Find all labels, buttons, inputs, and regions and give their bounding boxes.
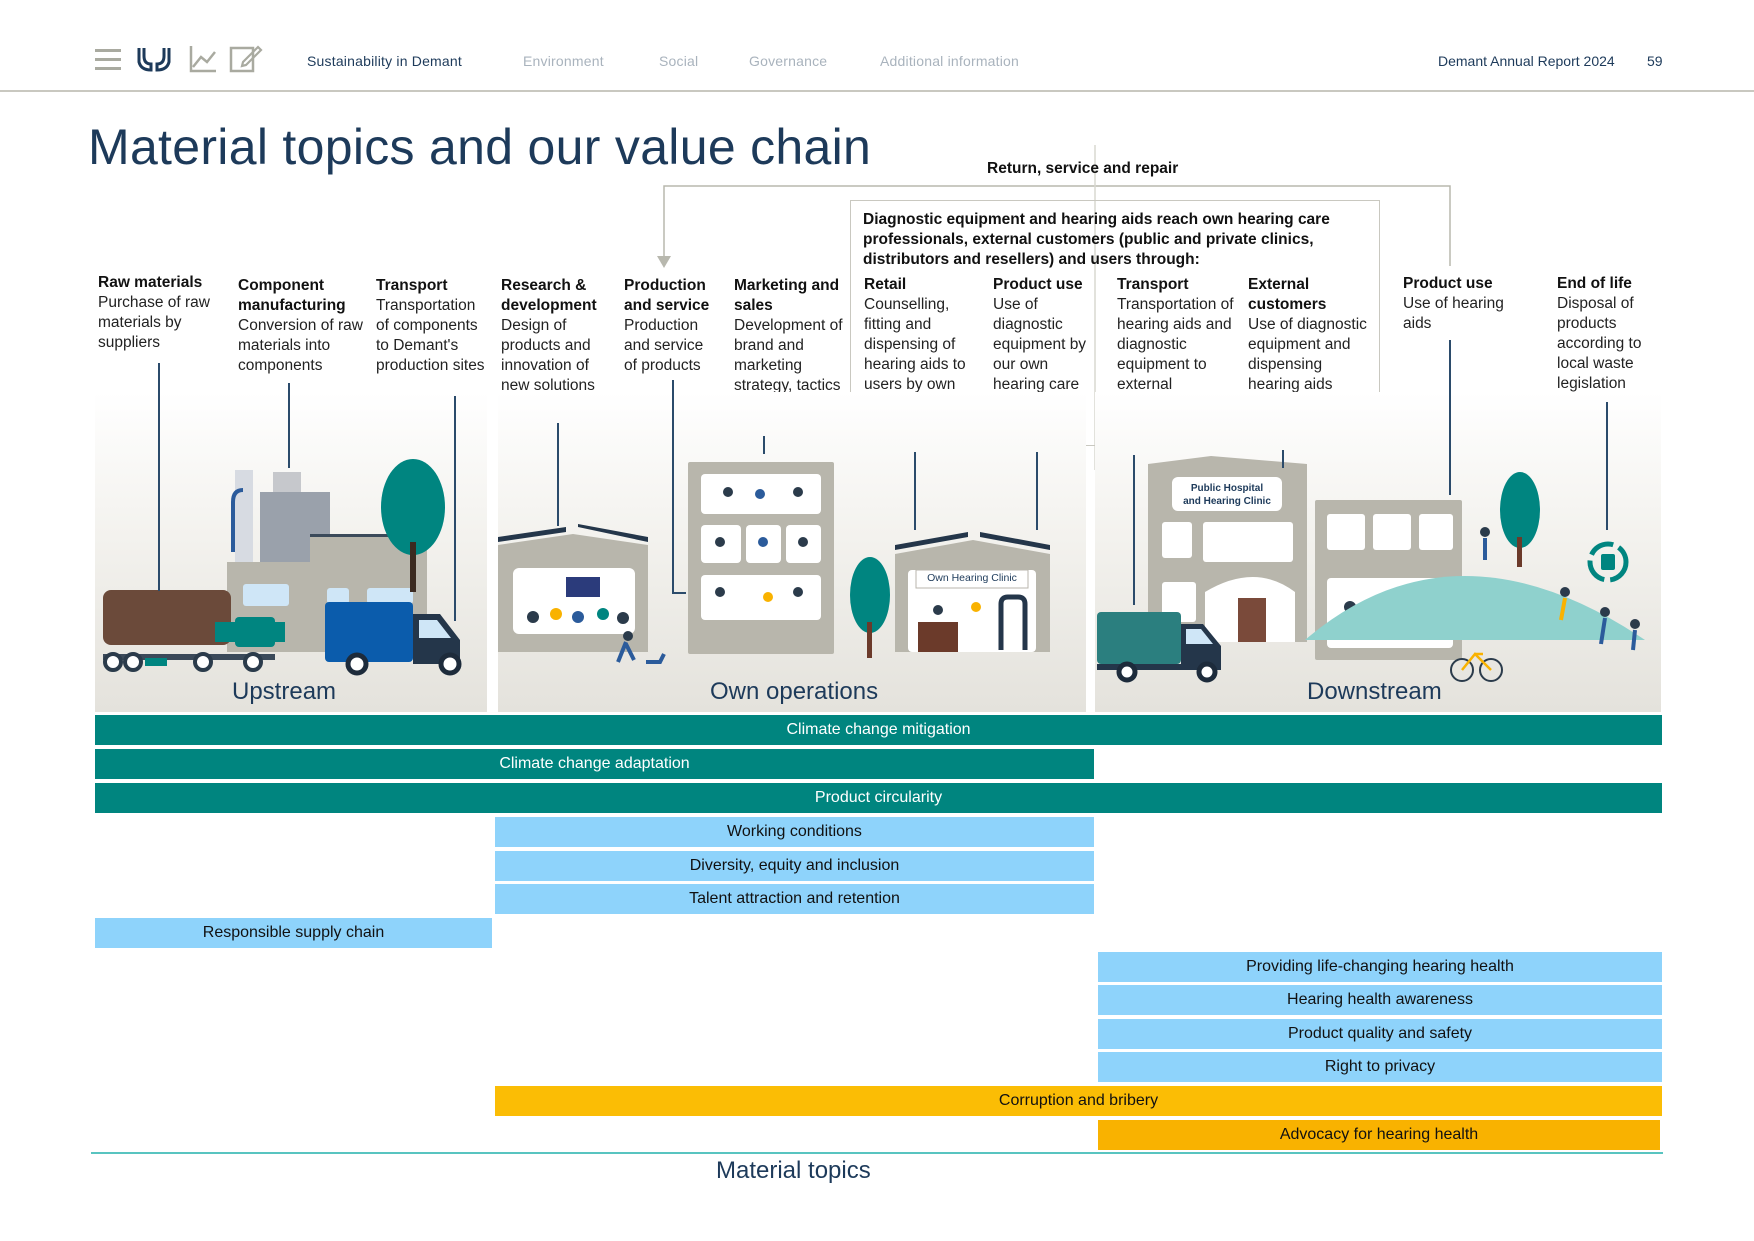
top-navigation: Sustainability in Demant Environment Soc… bbox=[0, 0, 1754, 92]
leader-line bbox=[672, 380, 674, 593]
topic-bar-responsible-supply-chain: Responsible supply chain bbox=[95, 918, 492, 948]
upstream-label: Upstream bbox=[232, 678, 337, 705]
leader-line bbox=[1133, 455, 1135, 605]
upstream-illustration bbox=[103, 459, 462, 676]
stage-description: Use of diagnostic equipment and dispensi… bbox=[1248, 316, 1367, 393]
topic-bar-talent-attraction-retention: Talent attraction and retention bbox=[495, 884, 1094, 914]
own-operations-panel: Own Hearing Clinic Own operations bbox=[498, 392, 1086, 712]
nav-tab-environment[interactable]: Environment bbox=[523, 53, 604, 69]
lorry-container bbox=[103, 590, 231, 645]
leader-line bbox=[1036, 452, 1038, 530]
stage-title: Raw materials bbox=[98, 274, 203, 291]
topic-bar-working-conditions: Working conditions bbox=[495, 817, 1094, 847]
stage-title: Production and service bbox=[624, 277, 710, 314]
stage-title: Research & development bbox=[501, 277, 597, 314]
hospital-sign-line2: and Hearing Clinic bbox=[1183, 496, 1271, 507]
downstream-illustration bbox=[1097, 456, 1645, 683]
stage-title: Transport bbox=[376, 277, 448, 294]
stage-title: Transport bbox=[1117, 276, 1189, 293]
bottom-divider bbox=[91, 1152, 1663, 1154]
downstream-panel: Public Hospital and Hearing Clinic Downs… bbox=[1095, 392, 1661, 712]
leader-line bbox=[672, 592, 686, 594]
delivery-truck bbox=[1097, 612, 1181, 664]
nav-tab-social[interactable]: Social bbox=[659, 53, 699, 69]
leader-line bbox=[158, 363, 160, 591]
downstream-label: Downstream bbox=[1307, 678, 1442, 705]
clinic-sign: Own Hearing Clinic bbox=[927, 572, 1017, 584]
report-title: Demant Annual Report 2024 bbox=[1438, 53, 1615, 69]
recycle-icon bbox=[1587, 541, 1629, 583]
page-number: 59 bbox=[1647, 53, 1663, 69]
topic-bar-right-to-privacy: Right to privacy bbox=[1098, 1052, 1662, 1082]
stage-description: Transportation of hearing aids and diagn… bbox=[1117, 296, 1234, 413]
stage-description: Use of hearing aids bbox=[1403, 295, 1504, 332]
topic-bar-hearing-health-awareness: Hearing health awareness bbox=[1098, 985, 1662, 1015]
leader-line bbox=[1606, 402, 1608, 530]
stage-description: Purchase of raw materials by suppliers bbox=[98, 294, 210, 351]
nav-tab-additional-information[interactable]: Additional information bbox=[880, 53, 1020, 69]
stage-title: Retail bbox=[864, 276, 907, 293]
stage-transport-downstream: Transport Transportation of hearing aids… bbox=[1117, 275, 1235, 415]
material-topics-label: Material topics bbox=[716, 1157, 871, 1184]
leader-line bbox=[288, 383, 290, 468]
stage-title: Product use bbox=[1403, 275, 1493, 292]
menu-icon[interactable] bbox=[93, 44, 123, 74]
stage-title: End of life bbox=[1557, 275, 1632, 292]
stage-description: Disposal of products according to local … bbox=[1557, 295, 1642, 392]
stage-title: Marketing and sales bbox=[734, 277, 840, 314]
own-operations-label: Own operations bbox=[710, 678, 879, 705]
topic-bar-product-circularity: Product circularity bbox=[95, 783, 1662, 813]
tree bbox=[850, 557, 890, 633]
hospital-sign-line1: Public Hospital bbox=[1190, 483, 1264, 494]
leader-line bbox=[454, 396, 456, 621]
park-hill bbox=[1305, 576, 1645, 640]
upstream-panel: Upstream bbox=[95, 392, 487, 712]
stage-production-service: Production and service Production and se… bbox=[624, 276, 720, 376]
delivery-van bbox=[325, 602, 413, 662]
nav-tab-sustainability[interactable]: Sustainability in Demant bbox=[307, 53, 462, 69]
stage-description: Production and service of products bbox=[624, 317, 704, 374]
leader-line bbox=[557, 423, 559, 526]
stage-title: External customers bbox=[1248, 276, 1327, 313]
hands-icon[interactable] bbox=[135, 44, 173, 74]
topic-bar-corruption-bribery: Corruption and bribery bbox=[495, 1086, 1662, 1116]
chart-icon[interactable] bbox=[188, 44, 218, 74]
nav-tab-governance[interactable]: Governance bbox=[749, 53, 828, 69]
topic-bar-advocacy-hearing-health: Advocacy for hearing health bbox=[1098, 1120, 1660, 1150]
stage-component-manufacturing: Component manufacturing Conversion of ra… bbox=[238, 276, 366, 376]
leader-line bbox=[914, 452, 916, 530]
topic-bar-climate-change-mitigation: Climate change mitigation bbox=[95, 715, 1662, 745]
stage-external-customers: External customers Use of diagnostic equ… bbox=[1248, 275, 1374, 395]
stage-title: Product use bbox=[993, 276, 1083, 293]
leader-line bbox=[1449, 340, 1451, 495]
tree bbox=[381, 459, 445, 555]
page-title: Material topics and our value chain bbox=[88, 119, 872, 175]
leader-line bbox=[763, 436, 765, 454]
stage-transport-upstream: Transport Transportation of components t… bbox=[376, 276, 492, 376]
stage-description: Transportation of components to Demant's… bbox=[376, 297, 485, 374]
tree bbox=[1500, 472, 1540, 548]
stage-end-of-life: End of life Disposal of products accordi… bbox=[1557, 274, 1657, 394]
topic-bar-diversity-equity-inclusion: Diversity, equity and inclusion bbox=[495, 851, 1094, 881]
stage-product-use-users: Product use Use of hearing aids bbox=[1403, 274, 1531, 334]
topic-bar-life-changing-hearing-health: Providing life-changing hearing health bbox=[1098, 952, 1662, 982]
topic-bar-climate-change-adaptation: Climate change adaptation bbox=[95, 749, 1094, 779]
diagnostic-box-heading: Diagnostic equipment and hearing aids re… bbox=[863, 211, 1330, 268]
stage-title: Component manufacturing bbox=[238, 277, 346, 314]
topic-bar-product-quality-safety: Product quality and safety bbox=[1098, 1019, 1662, 1049]
edit-icon[interactable] bbox=[229, 44, 263, 74]
stage-raw-materials: Raw materials Purchase of raw materials … bbox=[98, 273, 226, 353]
own-operations-illustration bbox=[498, 462, 1050, 664]
leader-line bbox=[1282, 450, 1284, 468]
stage-description: Conversion of raw materials into compone… bbox=[238, 317, 363, 374]
factory-chimney bbox=[235, 470, 253, 580]
return-service-label: Return, service and repair bbox=[987, 160, 1179, 177]
